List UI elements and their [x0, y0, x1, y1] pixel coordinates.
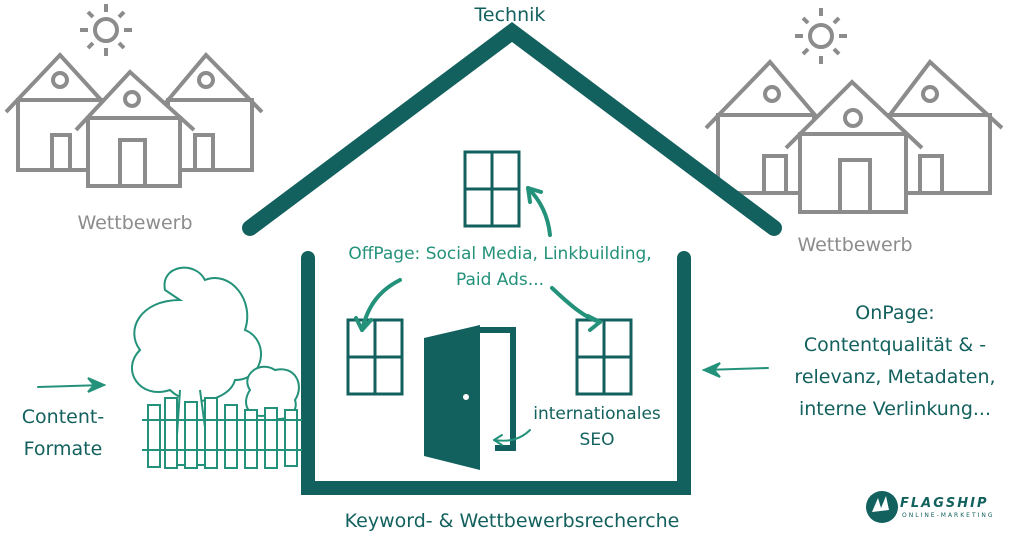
windows [346, 150, 633, 396]
label-offpage-2: Paid Ads... [455, 270, 544, 290]
label-international-2: SEO [579, 430, 615, 450]
main-house [242, 22, 782, 495]
label-competitor-right: Wettbewerb [797, 234, 913, 256]
label-onpage-1: OnPage: [855, 302, 935, 324]
label-content-1: Content- [21, 406, 105, 428]
competitor-houses-left [4, 52, 264, 188]
flagship-logo [866, 491, 898, 523]
label-content-2: Formate [23, 438, 103, 460]
label-international-1: internationales [533, 404, 661, 424]
arrows [37, 186, 769, 446]
sun-icon-left [80, 4, 132, 56]
door [424, 325, 516, 470]
competitor-houses-right [704, 59, 1004, 214]
label-keyword-research: Keyword- & Wettbewerbsrecherche [344, 510, 680, 532]
label-offpage-1: OffPage: Social Media, Linkbuilding, [348, 244, 652, 264]
sun-icon-right [795, 8, 847, 64]
label-onpage-4: interne Verlinkung... [798, 398, 991, 420]
label-onpage-3: relevanz, Metadaten, [794, 366, 996, 388]
logo-tagline: ONLINE-MARKETING [902, 512, 995, 519]
tree-and-fence [130, 266, 302, 469]
logo-name: FLAGSHIP [900, 496, 989, 511]
label-technik: Technik [474, 4, 546, 26]
label-onpage-2: Contentqualität & - [803, 334, 987, 356]
label-competitor-left: Wettbewerb [77, 212, 193, 234]
